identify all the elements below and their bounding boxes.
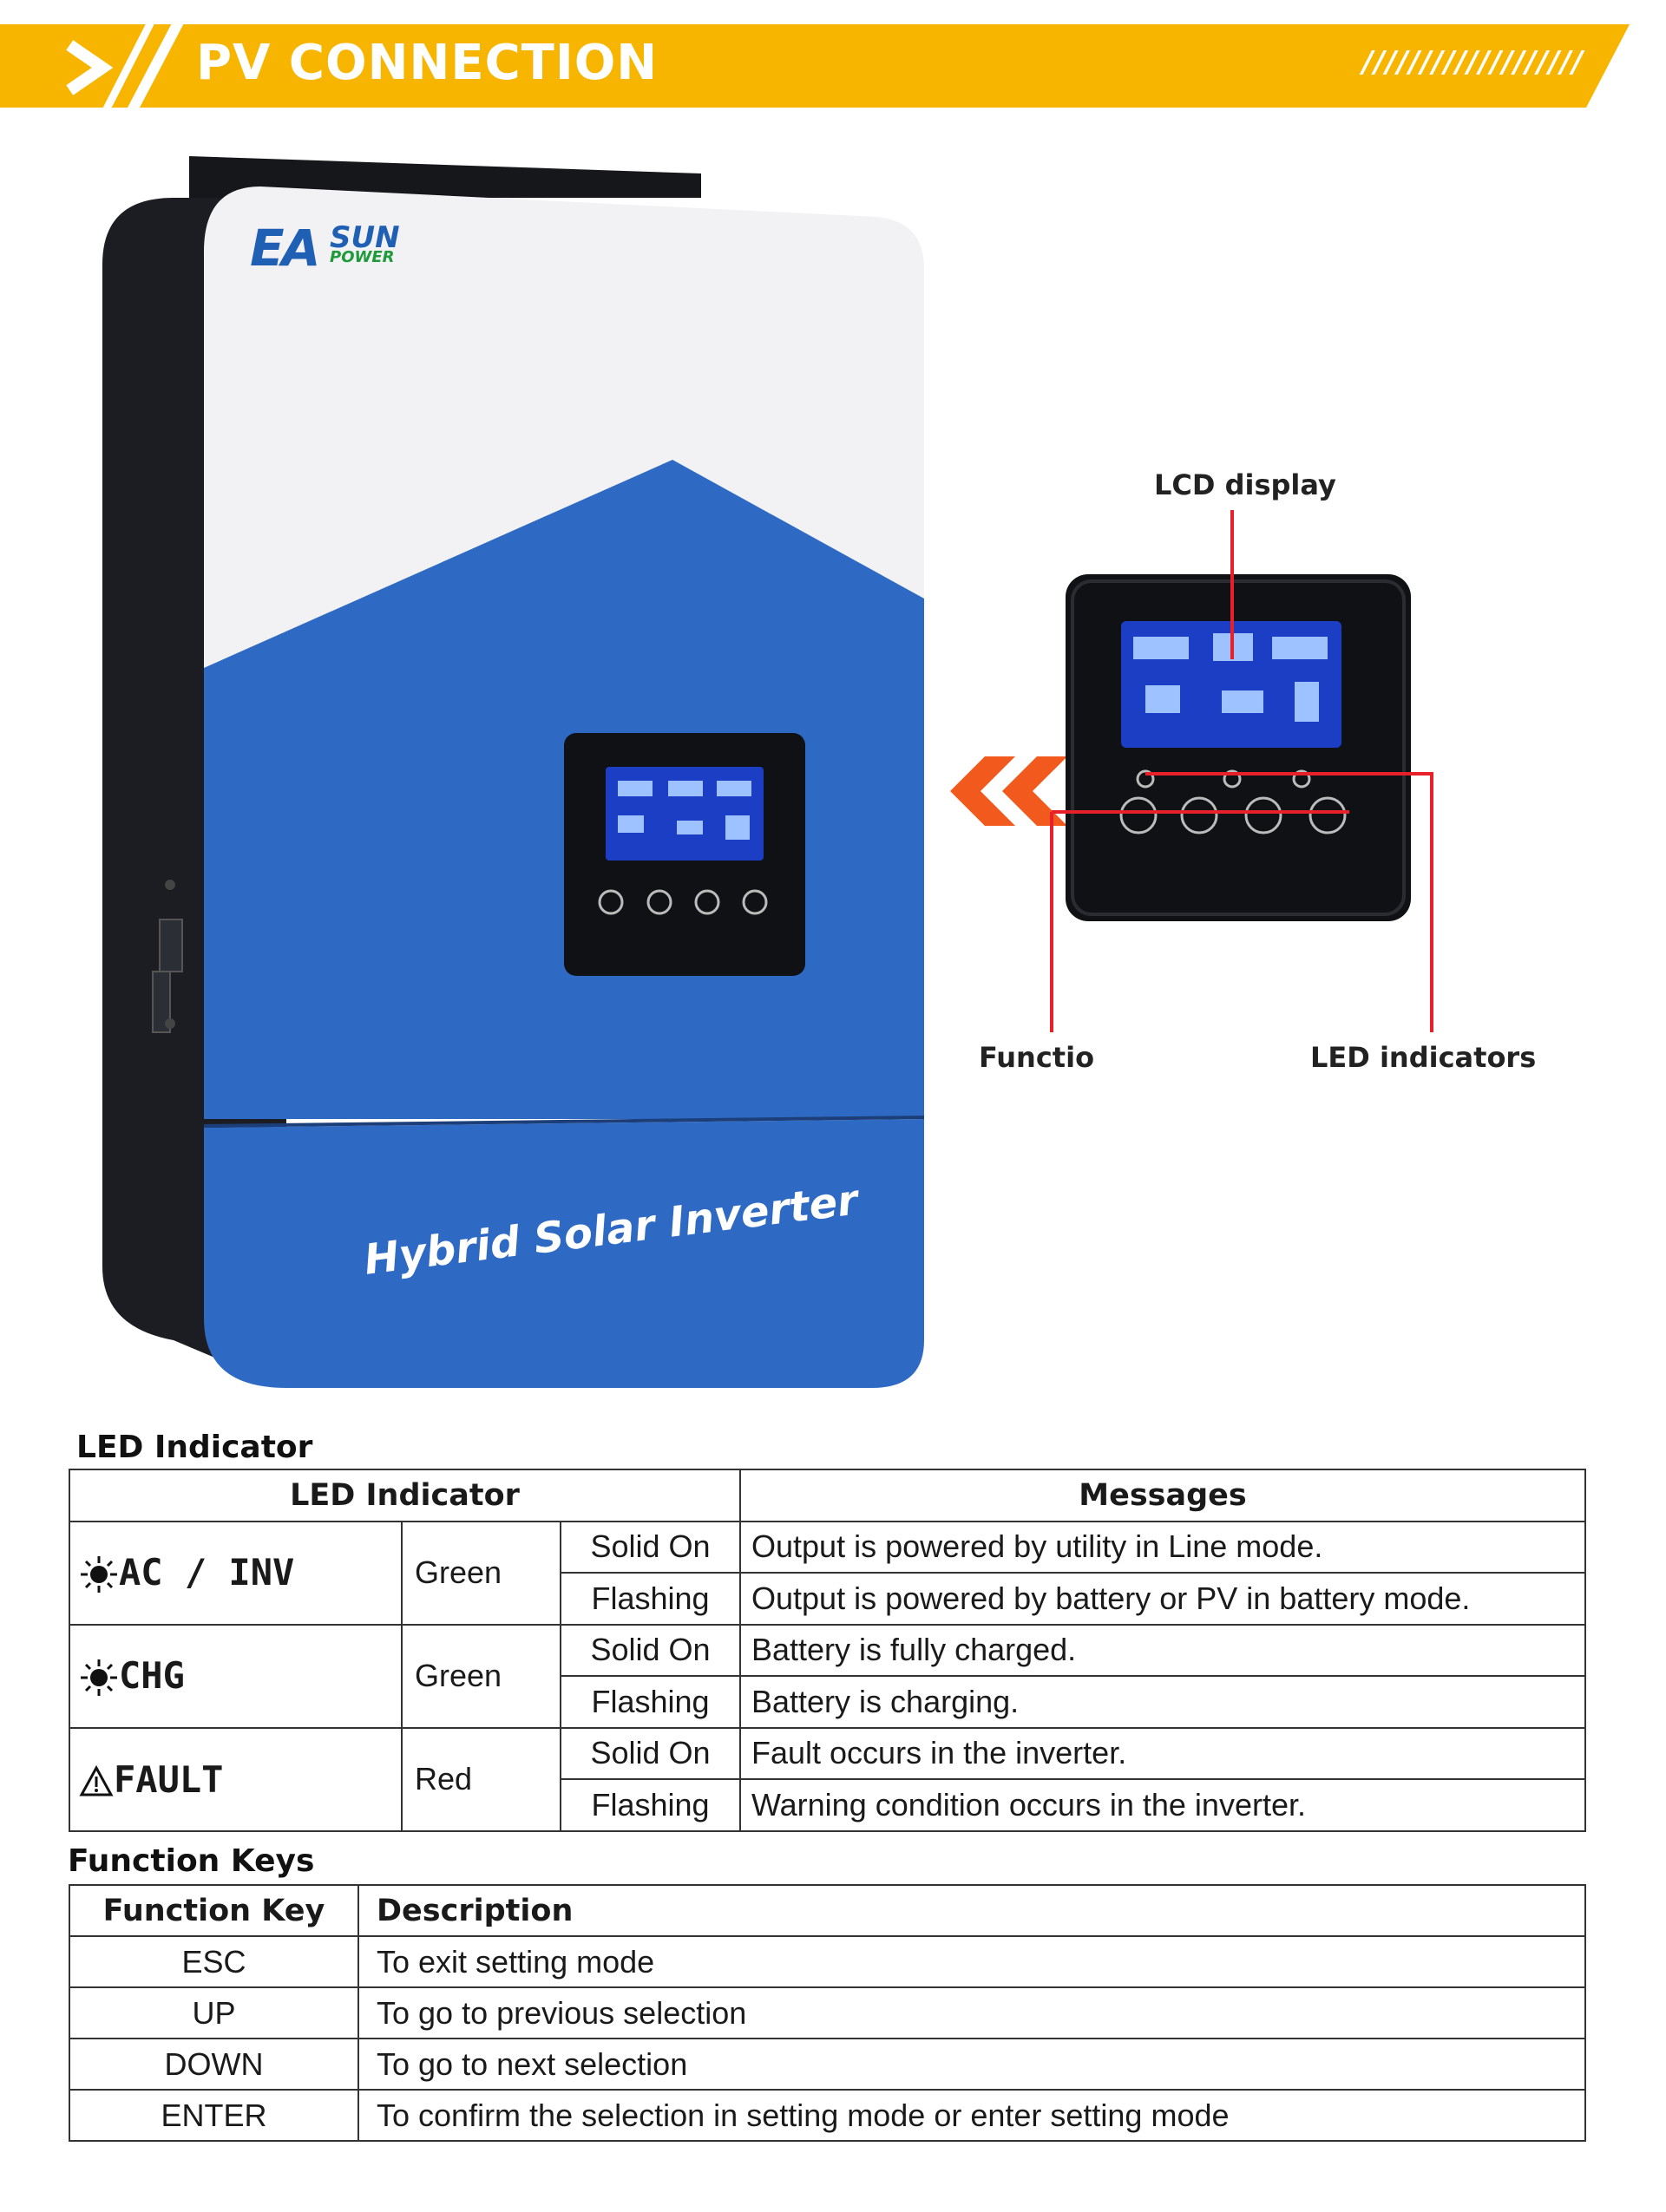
table-row: Flashing Battery is charging. <box>69 1675 1586 1729</box>
sun-icon <box>81 1556 117 1594</box>
function-key: DOWN <box>69 2038 359 2091</box>
led-indicator-table: LED Indicator Messages AC / INV Green So… <box>69 1469 1586 1832</box>
callout-led-indicators: LED indicators <box>1310 1041 1537 1074</box>
table-row: UP To go to previous selection <box>69 1986 1586 2039</box>
led-state: Solid On <box>560 1623 741 1677</box>
header-led-indicator: LED Indicator <box>69 1469 741 1522</box>
function-key: ENTER <box>69 2089 359 2142</box>
callout-lcd-display: LCD display <box>1154 468 1336 501</box>
led-message: Fault occurs in the inverter. <box>739 1726 1586 1780</box>
function-description: To go to previous selection <box>357 1986 1586 2039</box>
led-color: Green <box>401 1520 561 1626</box>
led-color: Green <box>401 1623 561 1729</box>
led-state: Solid On <box>560 1726 741 1780</box>
led-message: Battery is charging. <box>739 1675 1586 1729</box>
product-illustration: EA SUN POWER Hybrid Solar Inverter LCD d… <box>0 139 1666 1405</box>
function-description: To confirm the selection in setting mode… <box>357 2089 1586 2142</box>
function-keys-table: Function Key Description ESC To exit set… <box>69 1884 1586 2142</box>
led-message: Output is powered by battery or PV in ba… <box>739 1572 1586 1626</box>
header-messages: Messages <box>739 1469 1586 1522</box>
function-description: To exit setting mode <box>357 1935 1586 1988</box>
table-header-row: LED Indicator Messages <box>69 1469 1586 1522</box>
table-row: ESC To exit setting mode <box>69 1935 1586 1988</box>
chevron-right-icon <box>66 40 114 95</box>
table-row: ENTER To confirm the selection in settin… <box>69 2089 1586 2142</box>
led-message: Battery is fully charged. <box>739 1623 1586 1677</box>
header-function-key: Function Key <box>69 1884 359 1937</box>
led-state: Flashing <box>560 1675 741 1729</box>
function-section-title: Function Keys <box>68 1843 315 1879</box>
table-row: Flashing Output is powered by battery or… <box>69 1572 1586 1626</box>
led-ac-inv-cell: AC / INV <box>69 1520 403 1626</box>
function-key: ESC <box>69 1935 359 1988</box>
warning-triangle-icon <box>79 1764 114 1796</box>
brand-logo: EA SUN POWER <box>250 219 400 278</box>
header-banner: PV CONNECTION /////////////////// <box>0 0 1666 139</box>
led-section-title: LED Indicator <box>76 1430 313 1465</box>
banner-background <box>0 0 1630 126</box>
page-title: PV CONNECTION <box>196 35 659 91</box>
header-description: Description <box>357 1884 1586 1937</box>
table-header-row: Function Key Description <box>69 1884 1586 1937</box>
led-color: Red <box>401 1726 561 1832</box>
table-row: Flashing Warning condition occurs in the… <box>69 1778 1586 1832</box>
led-message: Output is powered by utility in Line mod… <box>739 1520 1586 1574</box>
led-state: Flashing <box>560 1778 741 1832</box>
led-state: Flashing <box>560 1572 741 1626</box>
table-row: DOWN To go to next selection <box>69 2038 1586 2091</box>
table-row: FAULT Red Solid On Fault occurs in the i… <box>69 1726 1586 1832</box>
led-state: Solid On <box>560 1520 741 1574</box>
led-chg-cell: CHG <box>69 1623 403 1729</box>
table-row: CHG Green Solid On Battery is fully char… <box>69 1623 1586 1729</box>
function-key: UP <box>69 1986 359 2039</box>
sun-icon <box>81 1659 117 1697</box>
callout-function: Function <box>979 1041 1093 1074</box>
inverter-drawing <box>102 156 1433 1388</box>
banner-hatch-decoration: /////////////////// <box>1362 45 1584 80</box>
table-row: AC / INV Green Solid On Output is powere… <box>69 1520 1586 1626</box>
function-description: To go to next selection <box>357 2038 1586 2091</box>
led-fault-cell: FAULT <box>69 1726 403 1832</box>
led-message: Warning condition occurs in the inverter… <box>739 1778 1586 1832</box>
